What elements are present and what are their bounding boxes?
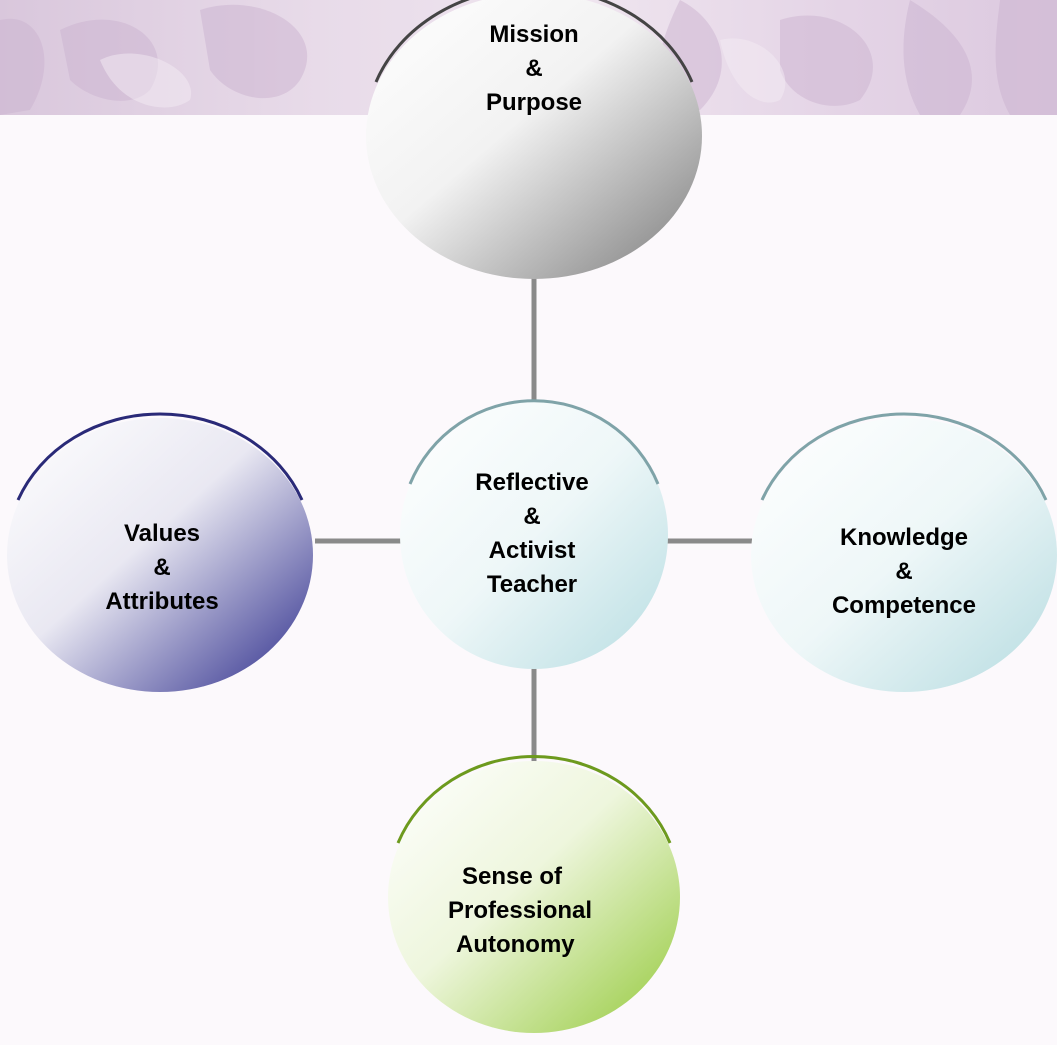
- node-right: [751, 412, 1057, 692]
- node-top-label: Mission & Purpose: [434, 18, 634, 120]
- node-left-line-1: Values: [123, 520, 201, 547]
- node-center-line-2: &: [523, 503, 541, 530]
- node-center-line-3: Activist: [488, 537, 576, 564]
- node-right-label: Knowledge & Competence: [804, 521, 1004, 623]
- node-left-line-3: Attributes: [105, 588, 219, 615]
- node-left-label: Values & Attributes: [62, 517, 262, 619]
- node-bottom-line-3: Autonomy: [456, 931, 575, 958]
- node-bottom-label: Sense of Professional Autonomy: [448, 860, 668, 962]
- node-top-line-3: Purpose: [485, 89, 583, 116]
- node-right-line-3: Competence: [831, 592, 977, 619]
- node-bottom: [388, 755, 680, 1033]
- node-top: [366, 0, 702, 279]
- node-top-line-1: Mission: [489, 21, 579, 48]
- node-bottom-line-1: Sense of: [462, 863, 563, 890]
- banner-photo-texture: [0, 0, 1057, 115]
- node-right-line-1: Knowledge: [839, 524, 968, 551]
- node-center-label: Reflective & Activist Teacher: [432, 466, 632, 602]
- node-top-line-2: &: [525, 55, 543, 82]
- node-center-line-4: Teacher: [486, 571, 578, 598]
- node-bottom-line-2: Professional: [448, 897, 593, 924]
- node-left-line-2: &: [153, 554, 171, 581]
- node-center: [400, 399, 668, 669]
- node-left: [7, 412, 313, 692]
- node-right-line-2: &: [895, 558, 913, 585]
- node-center-line-1: Reflective: [475, 469, 589, 496]
